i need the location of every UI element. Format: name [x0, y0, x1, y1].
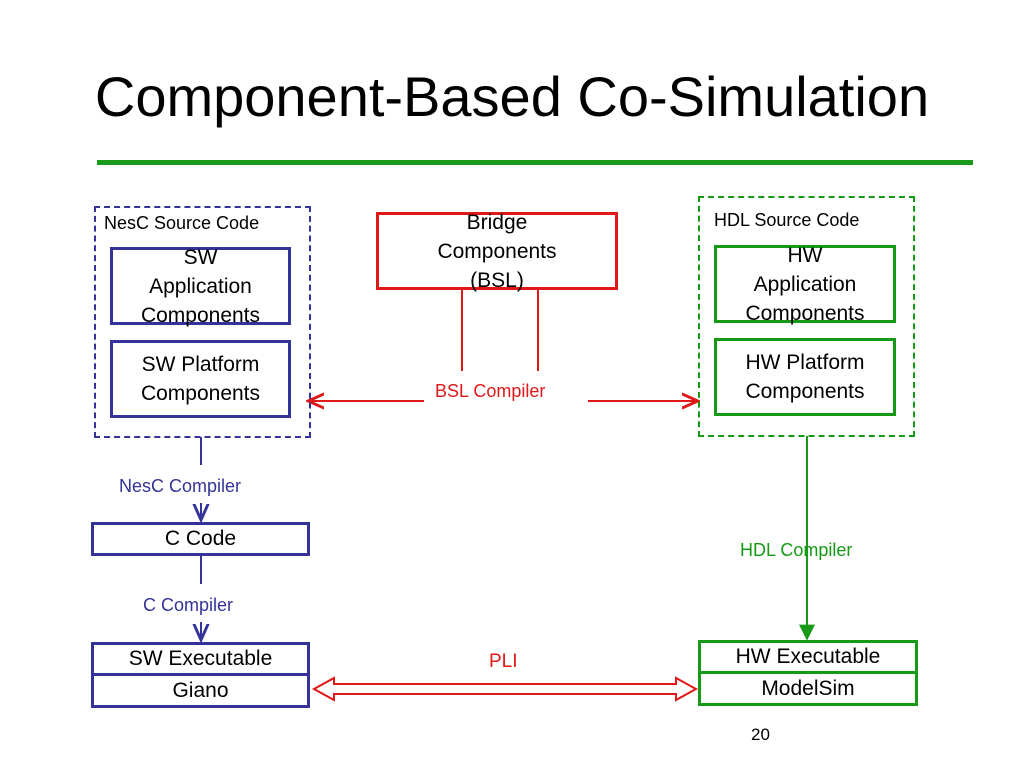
bridge-components: Bridge Components (BSL) [376, 211, 618, 292]
title-underline [97, 160, 973, 165]
modelsim-box: ModelSim [698, 671, 918, 706]
sw-platform-components: SW Platform Components [110, 340, 291, 418]
nesc-source-group [94, 206, 311, 438]
pli-double-arrow [311, 676, 699, 702]
hdl-compiler-label: HDL Compiler [740, 540, 853, 560]
nesc-compiler-label: NesC Compiler [119, 476, 242, 496]
slide-title: Component-Based Co-Simulation [94, 65, 930, 128]
bsl-compiler-label: BSL Compiler [435, 381, 546, 401]
c-code-box: C Code [91, 522, 310, 556]
hw-platform-components: HW Platform Components [714, 338, 896, 416]
nesc-source-label: NesC Source Code [104, 213, 260, 233]
pli-label: PLI [489, 651, 518, 672]
sw-executable-box: SW Executable [91, 642, 310, 676]
hdl-source-label: HDL Source Code [714, 210, 860, 230]
hdl-source-group [698, 196, 915, 437]
c-compiler-label: C Compiler [143, 595, 234, 615]
page-number: 20 [751, 725, 770, 744]
hw-executable-box: HW Executable [698, 640, 918, 674]
giano-box: Giano [91, 673, 310, 708]
hw-application-components: HW Application Components [714, 244, 896, 325]
sw-application-components: SW Application Components [110, 246, 291, 327]
